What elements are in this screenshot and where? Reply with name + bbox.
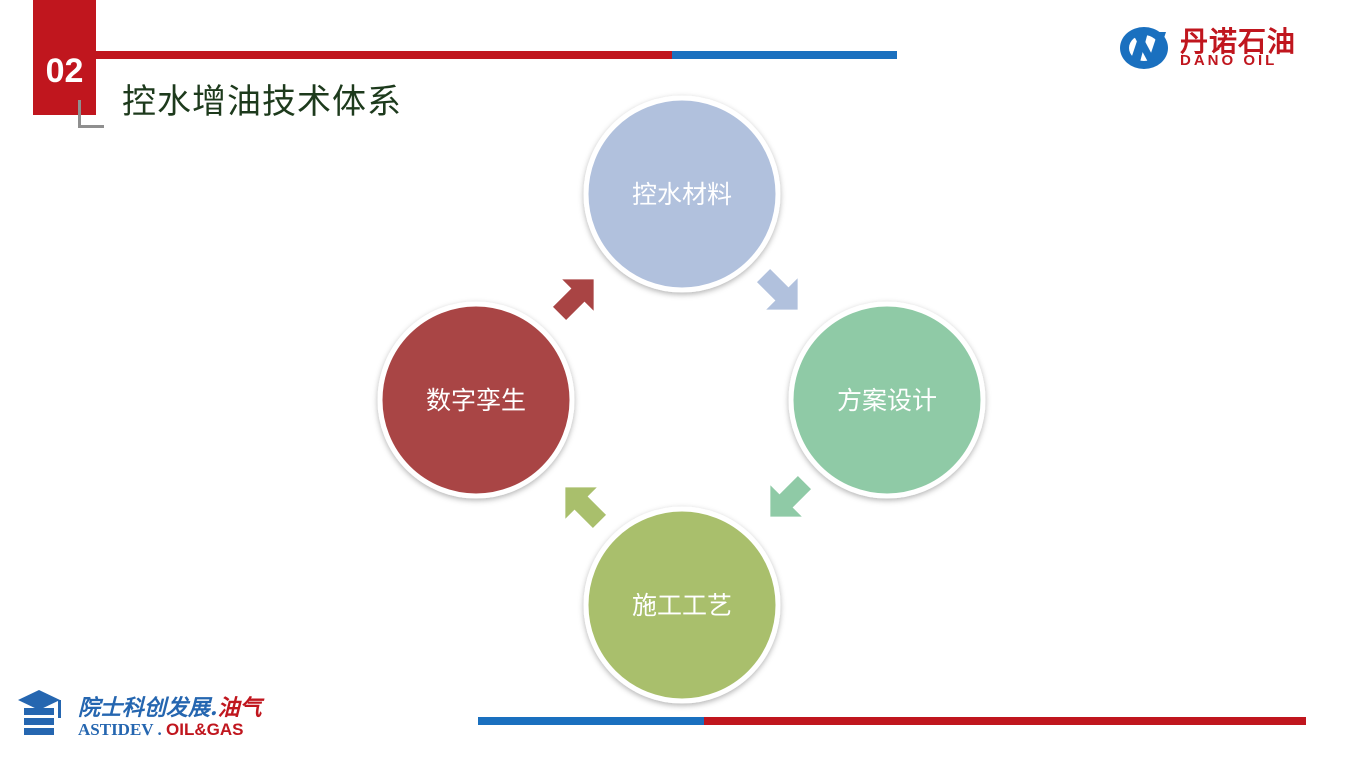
header-rule-red (96, 51, 672, 59)
footer-slogan-en: ASTIDEV . OIL&GAS (78, 720, 243, 740)
arrow-design-to-construction (768, 473, 814, 519)
dano-logo-icon (1120, 27, 1168, 69)
node-label-construction: 施工工艺 (632, 591, 732, 620)
footer-slogan-en-blue: ASTIDEV . (78, 720, 162, 739)
arrow-shape (768, 473, 814, 519)
node-construction-process: 施工工艺 (583, 506, 781, 704)
arrow-materials-to-design (754, 266, 800, 312)
brand-name-en: DANO OIL (1180, 52, 1278, 69)
arrow-shape (754, 266, 800, 312)
title-bracket-decoration (78, 100, 104, 128)
arrow-shape (550, 277, 596, 323)
node-label-materials: 控水材料 (632, 180, 732, 209)
astidev-logo: 院士科创发展.油气 ASTIDEV . OIL&GAS (14, 686, 314, 746)
footer-slogan-en-red: OIL&GAS (166, 720, 244, 739)
brand-name-cn: 丹诺石油 (1180, 25, 1297, 58)
node-label-twin: 数字孪生 (426, 386, 526, 415)
section-number-badge: 02 (33, 0, 96, 115)
footer-slogan-cn-blue: 院士科创发展. (78, 695, 218, 721)
arrow-shape (563, 485, 609, 531)
node-label-design: 方案设计 (837, 386, 937, 415)
graduation-cap-icon (18, 690, 61, 735)
footer-slogan-cn: 院士科创发展.油气 (78, 690, 262, 722)
page-title: 控水增油技术体系 (122, 82, 402, 122)
node-water-control-materials: 控水材料 (583, 95, 781, 293)
header-rule-blue (672, 51, 897, 59)
footer-rule-blue (478, 717, 704, 725)
node-digital-twin: 数字孪生 (377, 301, 575, 499)
footer-rule-red (704, 717, 1306, 725)
arrow-twin-to-materials (550, 277, 596, 323)
dano-oil-logo: 丹诺石油 DANO OIL (1118, 20, 1328, 72)
arrow-construction-to-twin (563, 485, 609, 531)
node-scheme-design: 方案设计 (788, 301, 986, 499)
footer-slogan-cn-red: 油气 (217, 695, 262, 721)
section-number: 02 (45, 52, 84, 90)
